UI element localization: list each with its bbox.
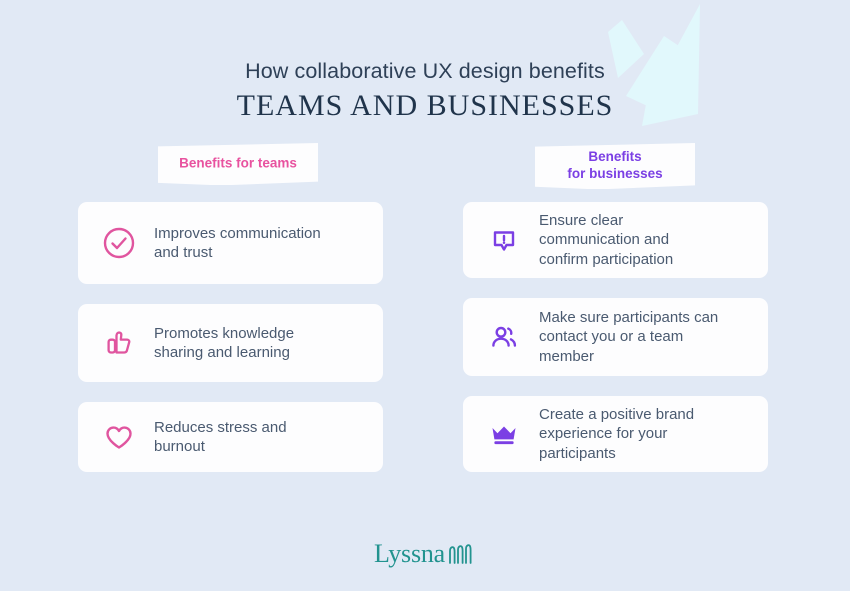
logo-wordmark: Lyssna	[373, 539, 446, 568]
title-line-1: How collaborative UX design benefits	[245, 59, 605, 83]
banner-businesses: Benefits for businesses	[463, 140, 768, 202]
column-businesses: Benefits for businesses Ensure clear com…	[463, 140, 768, 492]
banner-shape: Benefits for teams	[158, 143, 318, 185]
page-header: How collaborative UX design benefits TEA…	[0, 58, 850, 124]
card-label: Make sure participants can contact you o…	[539, 308, 719, 365]
alert-speech-bubble-icon	[483, 219, 525, 261]
banner-label: Benefits for businesses	[567, 149, 663, 181]
thumbs-up-icon	[98, 322, 140, 364]
card-reduces-stress[interactable]: Reduces stress and burnout	[78, 402, 383, 472]
card-label: Promotes knowledge sharing and learning	[154, 324, 295, 362]
card-label: Create a positive brand experience for y…	[539, 405, 695, 462]
card-label: Improves communication and trust	[154, 224, 321, 262]
card-ensure-clear-communication[interactable]: Ensure clear communication and confirm p…	[463, 202, 768, 278]
crown-icon	[483, 413, 525, 455]
card-label: Ensure clear communication and confirm p…	[539, 211, 674, 268]
banner-label: Benefits for teams	[179, 155, 297, 171]
sound-wave-mark	[446, 543, 476, 565]
card-create-positive-brand[interactable]: Create a positive brand experience for y…	[463, 396, 768, 472]
heart-icon	[98, 416, 140, 458]
banner-teams: Benefits for teams	[78, 140, 383, 202]
card-improves-communication[interactable]: Improves communication and trust	[78, 202, 383, 284]
card-promotes-knowledge[interactable]: Promotes knowledge sharing and learning	[78, 304, 383, 382]
card-label: Reduces stress and burnout	[154, 418, 287, 456]
footer-logo: Lyssna	[0, 539, 850, 569]
column-teams: Benefits for teams Improves communicatio…	[78, 140, 383, 492]
page-title: TEAMS AND BUSINESSES	[236, 88, 614, 122]
people-icon	[483, 316, 525, 358]
check-circle-icon	[98, 222, 140, 264]
card-make-sure-participants-contact[interactable]: Make sure participants can contact you o…	[463, 298, 768, 376]
banner-shape: Benefits for businesses	[535, 143, 695, 189]
